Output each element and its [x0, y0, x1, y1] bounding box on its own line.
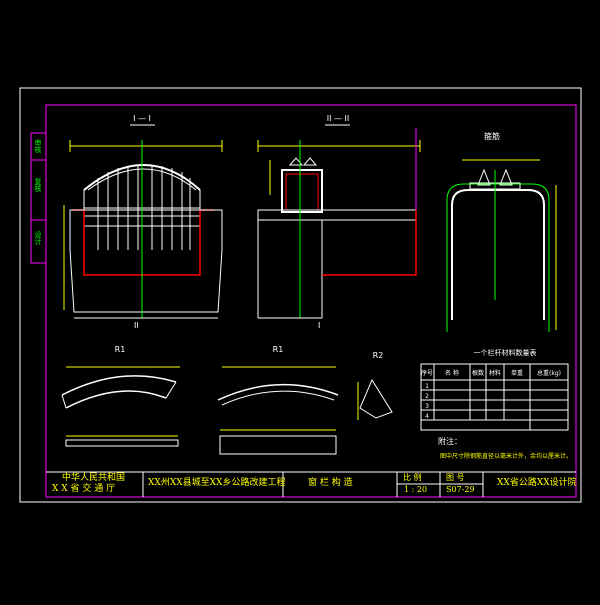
side-label-1: 审核 — [34, 138, 42, 154]
detail-e-label: R2 — [373, 351, 384, 360]
section-mark-2: I — [318, 321, 320, 330]
org-line-1: 中华人民共和国 — [62, 473, 126, 483]
detail-f-label: R1 — [273, 345, 284, 354]
designer-name: XX省公路XX设计院 — [497, 478, 577, 488]
section-1-view — [63, 124, 223, 319]
detail-r2 — [357, 378, 393, 420]
scale-value: 1 : 20 — [404, 485, 428, 494]
side-label-2: 复核 — [34, 177, 42, 193]
detail-r1-left — [61, 366, 180, 447]
section-mark-1: II — [134, 321, 139, 330]
side-strip — [30, 132, 47, 264]
side-label-3: 设计 — [34, 230, 42, 246]
rebar-detail-label: 箍筋 — [484, 131, 500, 141]
sheet-value: S07-29 — [446, 485, 475, 494]
sheet-label: 图 号 — [446, 473, 465, 482]
rebar-detail-view — [446, 159, 557, 332]
table-headers: 序号 名 称 根数 材料 单重 总重(kg) — [421, 369, 561, 377]
svg-text:1: 1 — [425, 383, 429, 390]
section-1-label: I — I — [133, 114, 151, 123]
notes-title: 附注： — [438, 436, 462, 446]
svg-text:4: 4 — [425, 413, 429, 420]
section-2-view — [257, 124, 421, 319]
detail-d-label: R1 — [115, 345, 126, 354]
scale-label: 比 例 — [403, 473, 422, 482]
material-table — [420, 363, 569, 431]
table-row-numbers: 1 2 3 4 — [425, 383, 429, 420]
svg-text:总重(kg): 总重(kg) — [537, 369, 561, 377]
svg-text:名 称: 名 称 — [445, 369, 459, 377]
drawing-name: 窗 栏 构 造 — [308, 478, 353, 488]
project-name: XX州XX县城至XX乡公路改建工程 — [148, 478, 286, 488]
svg-text:材料: 材料 — [489, 369, 501, 377]
section-2-label: II — II — [327, 114, 350, 123]
svg-text:序号: 序号 — [421, 369, 433, 377]
svg-text:根数: 根数 — [472, 369, 484, 377]
detail-r1-middle — [217, 366, 339, 455]
org-line-2: X X 省 交 通 厅 — [52, 484, 116, 494]
outer-frame — [19, 87, 582, 503]
svg-text:3: 3 — [425, 403, 429, 410]
notes-line-1: 图中尺寸除钢筋直径以毫米计外，余均以厘米计。 — [440, 452, 572, 460]
svg-text:单重: 单重 — [511, 369, 523, 377]
title-block — [46, 471, 576, 497]
svg-text:2: 2 — [425, 393, 429, 400]
inner-border — [45, 104, 577, 498]
table-title: 一个栏杆材料数量表 — [474, 348, 537, 357]
